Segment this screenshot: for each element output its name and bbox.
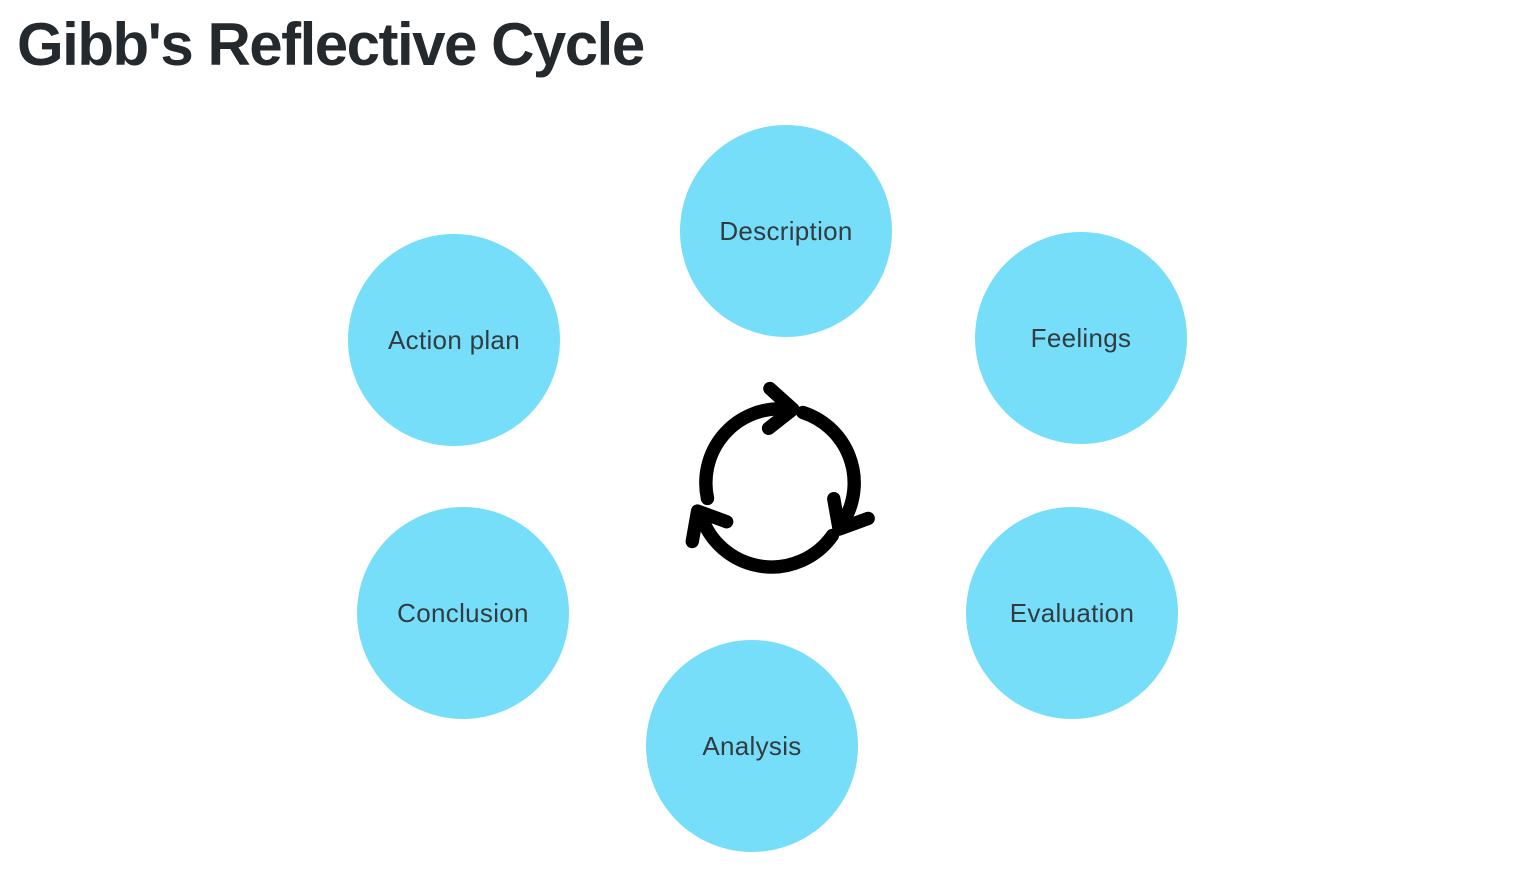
node-conclusion: Conclusion (357, 507, 569, 719)
page-title: Gibb's Reflective Cycle (17, 11, 645, 78)
node-description: Description (680, 125, 892, 337)
node-action-plan: Action plan (348, 234, 560, 446)
node-label: Action plan (388, 324, 520, 355)
node-label: Feelings (1030, 322, 1132, 353)
node-evaluation: Evaluation (966, 507, 1178, 719)
node-feelings: Feelings (975, 232, 1187, 444)
node-label: Analysis (702, 730, 802, 761)
node-label: Evaluation (1009, 597, 1135, 628)
node-label: Description (719, 215, 853, 246)
node-label: Conclusion (397, 597, 529, 628)
node-analysis: Analysis (646, 640, 858, 852)
cycle-arrows-icon (685, 381, 875, 574)
